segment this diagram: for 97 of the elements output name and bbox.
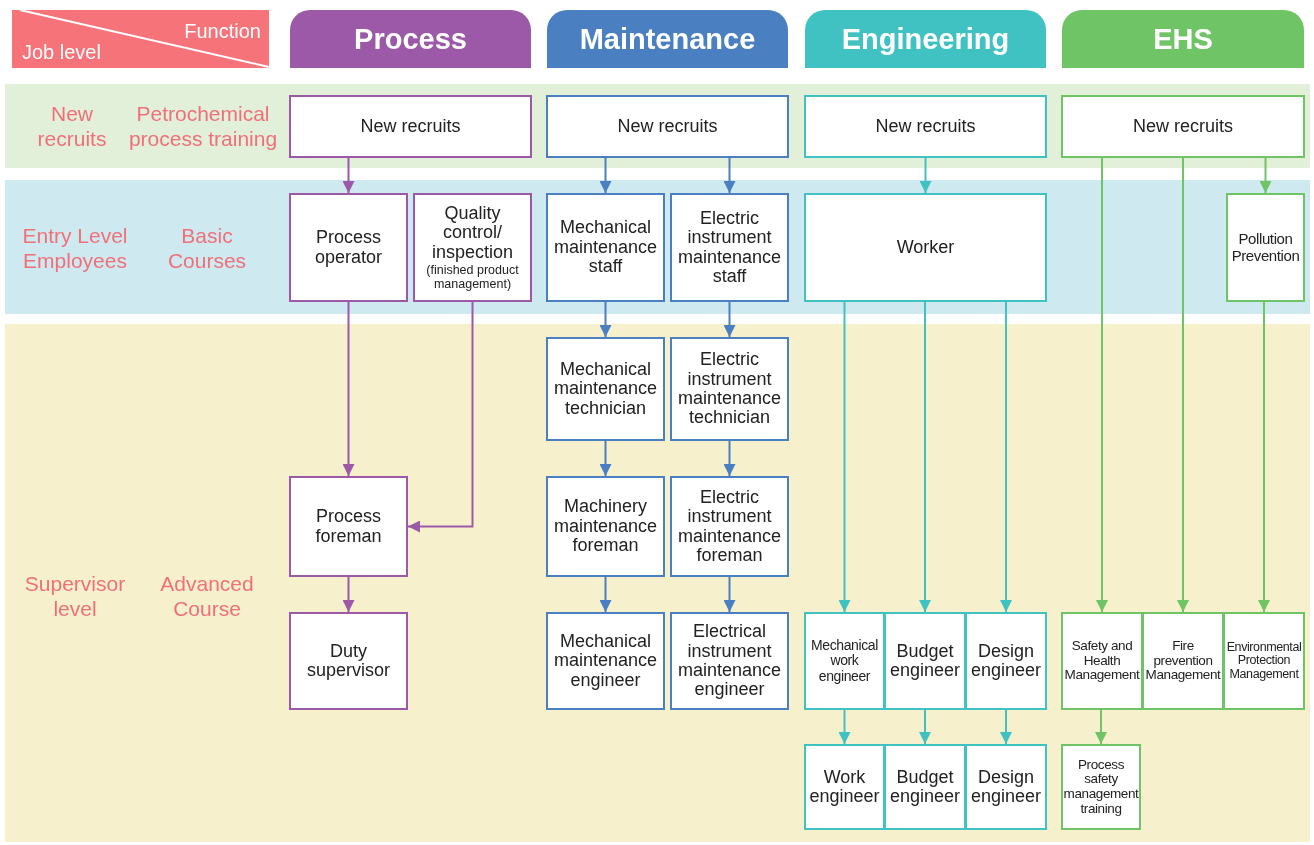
role-label: Work engineer	[808, 767, 881, 807]
arrow	[599, 157, 612, 194]
role-label: Process foreman	[314, 507, 383, 546]
role-box	[670, 337, 789, 441]
role-label: Duty supervisor	[306, 641, 391, 681]
role-box	[1061, 612, 1143, 710]
column-header: EHS	[1062, 10, 1304, 68]
role-box	[289, 476, 408, 577]
arrow	[723, 301, 736, 338]
role-label: (finished product management)	[425, 264, 520, 292]
arrow	[1000, 709, 1012, 745]
arrow	[1258, 301, 1270, 613]
role-label: Electrical instrument maintenance engineer	[676, 622, 783, 700]
arrow	[919, 709, 931, 745]
arrow	[723, 157, 736, 194]
role-box	[546, 95, 789, 158]
arrow	[342, 301, 355, 477]
role-label: New recruits	[617, 116, 718, 137]
role-box	[546, 476, 665, 577]
role-label: Pollution Prevention	[1230, 231, 1301, 264]
role-box	[804, 612, 885, 710]
role-box	[546, 193, 665, 302]
role-box	[289, 612, 408, 710]
role-label: Quality control/ inspection	[430, 203, 515, 263]
header-label: Function	[184, 20, 261, 43]
role-label: Safety and Health Management	[1064, 639, 1140, 683]
role-label: Design engineer	[969, 641, 1043, 681]
level-label: New recruits	[36, 100, 108, 152]
role-label: Worker	[896, 237, 955, 258]
role-box	[546, 612, 665, 710]
role-label: Process operator	[313, 228, 383, 267]
role-box	[804, 95, 1047, 158]
role-box	[289, 193, 408, 302]
arrow	[1177, 157, 1189, 613]
role-label: Process safety management training	[1063, 757, 1139, 817]
level-label: Advanced Course	[159, 570, 255, 622]
row-band	[5, 180, 1310, 314]
header-label: Job level	[22, 41, 101, 64]
arrow	[838, 301, 851, 613]
row-band	[5, 84, 1310, 168]
role-label: New recruits	[360, 116, 461, 137]
role-box	[884, 612, 966, 710]
arrow	[919, 301, 931, 613]
level-label: Petrochemical process training	[128, 100, 278, 152]
arrow	[723, 440, 736, 477]
role-label: Mechanical maintenance engineer	[552, 631, 659, 691]
role-label: Electric instrument maintenance technician	[676, 350, 783, 428]
role-box	[670, 612, 789, 710]
role-label: Budget engineer	[888, 641, 962, 681]
role-label: Electric instrument maintenance foreman	[676, 487, 783, 566]
role-box	[965, 612, 1047, 710]
role-box	[804, 744, 885, 830]
level-label: Entry Level Employees	[21, 222, 129, 274]
role-box	[289, 95, 532, 158]
role-label: Mechanical maintenance technician	[552, 359, 659, 419]
role-box	[1226, 193, 1305, 302]
role-label: Design engineer	[969, 767, 1043, 807]
arrow	[599, 440, 612, 477]
column-header: Process	[290, 10, 531, 68]
arrow	[1095, 709, 1107, 745]
role-box	[804, 193, 1047, 302]
role-label: Mechanical work engineer	[810, 638, 879, 684]
role-box	[965, 744, 1047, 830]
arrow	[599, 301, 612, 338]
arrow	[919, 157, 932, 194]
role-label: Budget engineer	[888, 767, 962, 807]
role-label: Environmental Protection Management	[1226, 640, 1302, 682]
arrow	[1096, 157, 1108, 613]
column-header: Maintenance	[547, 10, 788, 68]
arrow	[407, 301, 474, 533]
level-label: Basic Courses	[166, 222, 248, 274]
arrow	[838, 709, 851, 745]
role-box	[413, 193, 532, 302]
arrow	[342, 576, 355, 613]
level-label: Supervisor level	[23, 570, 127, 622]
arrow	[723, 576, 736, 613]
row-band	[5, 324, 1310, 842]
role-label: New recruits	[1133, 116, 1233, 137]
header-corner	[12, 10, 269, 68]
role-box	[1223, 612, 1305, 710]
arrow	[1259, 157, 1272, 194]
role-box	[546, 337, 665, 441]
role-box	[884, 744, 966, 830]
arrow	[599, 576, 612, 613]
role-label: New recruits	[875, 116, 976, 137]
arrow	[342, 157, 355, 194]
role-label: Mechanical maintenance staff	[552, 218, 659, 277]
role-box	[1061, 744, 1141, 830]
role-label: Machinery maintenance foreman	[552, 497, 659, 556]
role-box	[1061, 95, 1305, 158]
role-box	[1142, 612, 1224, 710]
column-header: Engineering	[805, 10, 1046, 68]
role-box	[670, 193, 789, 302]
role-label: Electric instrument maintenance staff	[676, 208, 783, 287]
arrow	[1000, 301, 1012, 613]
role-label: Fire prevention Management	[1145, 639, 1221, 683]
role-box	[670, 476, 789, 577]
